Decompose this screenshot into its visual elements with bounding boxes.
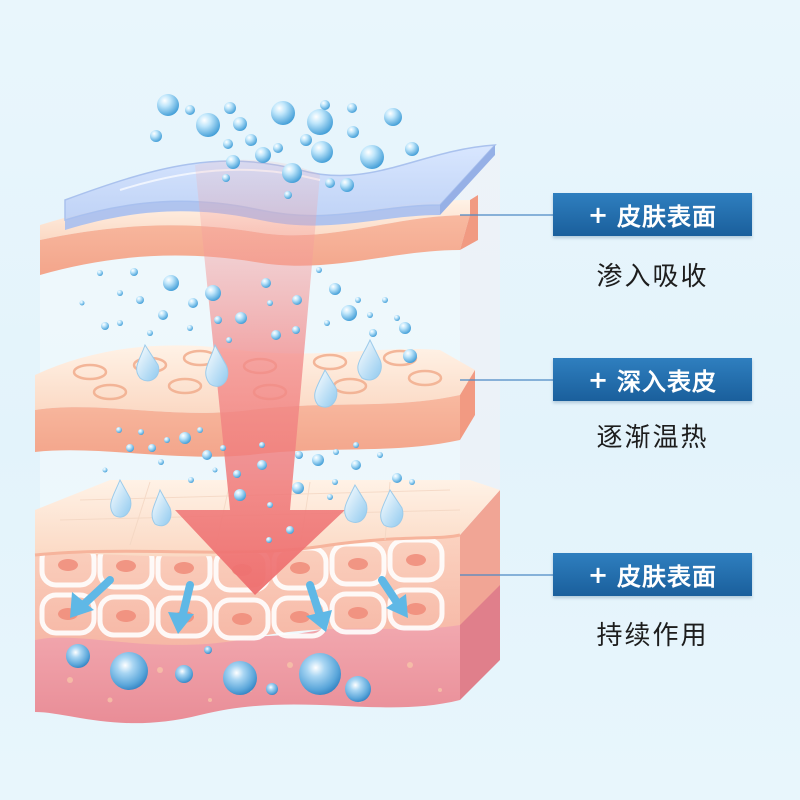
connector-lines: [460, 214, 553, 576]
stage-2-title-text: 深入表皮: [617, 368, 718, 396]
stage-2-subtitle: 逐渐温热: [596, 423, 709, 453]
large-bubbles: [66, 644, 371, 702]
blue-arrows: [70, 576, 408, 634]
plus-icon: +: [587, 365, 610, 394]
water-bubbles: [150, 94, 419, 199]
stage-3-subtitle: 持续作用: [596, 621, 709, 651]
water-bubbles-low: [102, 427, 415, 543]
plus-icon: +: [587, 200, 610, 229]
stage-3-title-text: 皮肤表面: [617, 563, 718, 591]
water-drops: [110, 338, 404, 528]
big-red-arrow-icon: [175, 159, 345, 595]
stage-3-title: + 皮肤表面: [553, 553, 752, 596]
stage-2-title: + 深入表皮: [553, 358, 752, 401]
water-bubbles-mid: [79, 267, 417, 363]
stage-1-title: + 皮肤表面: [553, 193, 752, 236]
stage-1-subtitle: 渗入吸收: [596, 262, 709, 292]
stage-1-title-text: 皮肤表面: [617, 203, 718, 231]
plus-icon: +: [587, 560, 610, 589]
